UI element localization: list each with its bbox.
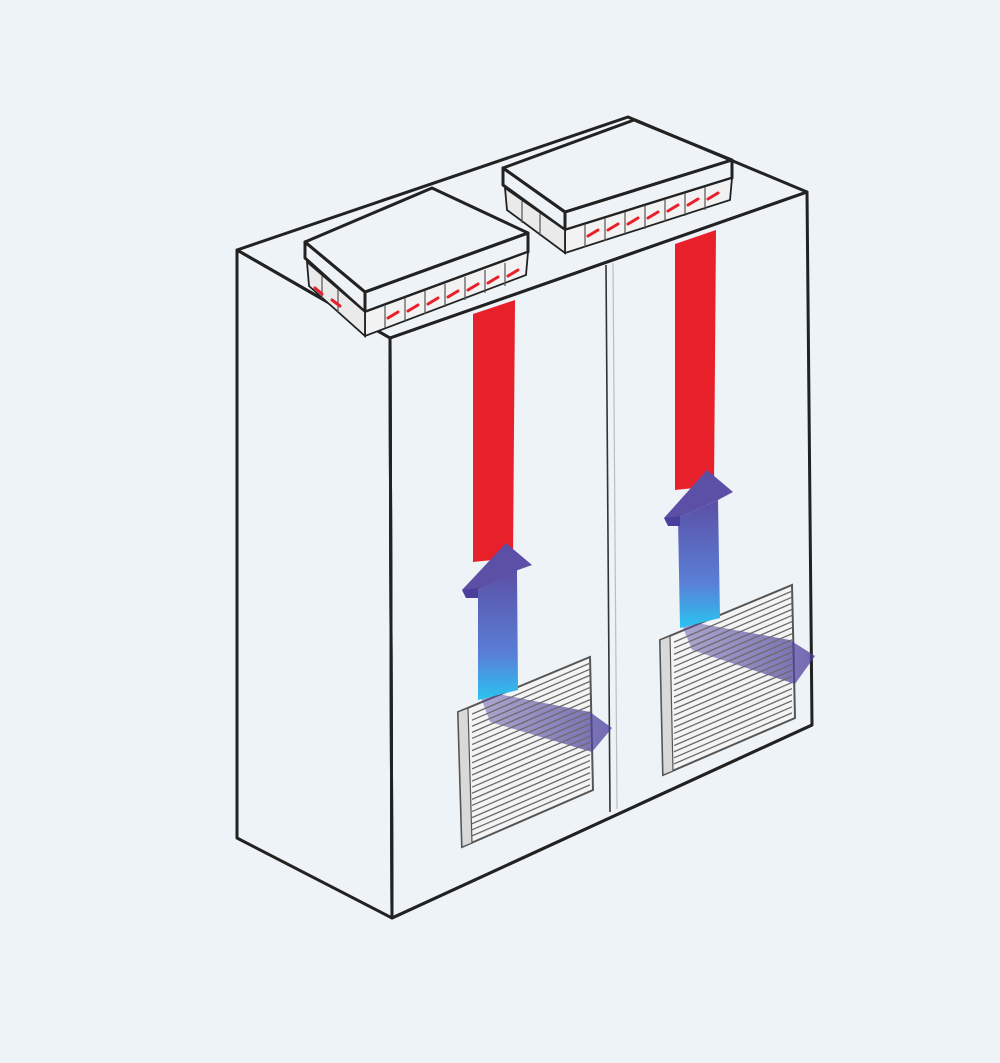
grille-slat — [471, 674, 591, 727]
grille-slat — [673, 620, 793, 674]
grille-slat — [673, 700, 793, 753]
grille-slat — [471, 717, 591, 770]
door-divider — [605, 264, 611, 813]
cabinet-front-edge — [388, 337, 813, 920]
cabinet-top-panel — [235, 115, 809, 340]
grille-slat — [471, 735, 591, 788]
grille-slat — [673, 633, 793, 686]
roof-fan-icon — [303, 186, 530, 339]
grille-slat — [673, 602, 793, 655]
grille-slat — [471, 729, 591, 782]
grille-slat — [471, 668, 591, 721]
grille-slat — [673, 706, 793, 759]
grille-slat — [471, 723, 591, 776]
grille-slats — [673, 590, 793, 765]
grille-slat — [471, 686, 591, 740]
blue-intake-arrow — [462, 543, 612, 752]
grille-slat — [673, 712, 793, 765]
grille-slat — [471, 692, 591, 746]
grille-slat — [471, 680, 591, 733]
grille-slat — [471, 705, 591, 758]
grille-slat — [471, 662, 591, 715]
grille-slat — [471, 711, 591, 764]
hot-air-vent-streaks — [313, 268, 520, 320]
grille-slat — [471, 766, 591, 819]
roof-fan-icon — [501, 118, 734, 255]
grille-slat — [471, 747, 591, 800]
red-exhaust-flow — [473, 300, 515, 562]
grille-slat — [673, 608, 793, 661]
cabinet-side-panel — [235, 248, 394, 920]
grille-slat — [673, 687, 793, 741]
grille-slat — [673, 590, 793, 643]
grille-slat — [471, 784, 591, 837]
grille-slat — [471, 772, 591, 825]
grille-slat — [673, 675, 793, 728]
grille-slat — [673, 681, 793, 735]
grille-slat — [673, 657, 793, 710]
hot-air-vent-streaks — [586, 191, 720, 238]
grille-slat — [673, 651, 793, 704]
grille-slat — [673, 627, 793, 680]
roof-fan-vent-slots — [521, 187, 706, 247]
red-exhaust-flow — [675, 230, 716, 490]
grille-slat — [471, 699, 591, 752]
roof-fan-vent-slots — [321, 263, 506, 328]
blue-intake-arrow — [664, 470, 815, 684]
grille-slat — [673, 669, 793, 722]
grille-slat — [673, 614, 793, 668]
grille-slat — [673, 596, 793, 649]
grille-slat — [471, 759, 591, 813]
grille-slat — [673, 663, 793, 716]
door-divider-shadow — [612, 262, 618, 810]
grille-slat — [471, 778, 591, 831]
grille-slat — [471, 753, 591, 807]
grille-slat — [673, 694, 793, 747]
grille-slat — [471, 741, 591, 794]
grille-slat — [673, 639, 793, 692]
grille-slat — [673, 645, 793, 698]
grille-slats — [471, 662, 591, 837]
